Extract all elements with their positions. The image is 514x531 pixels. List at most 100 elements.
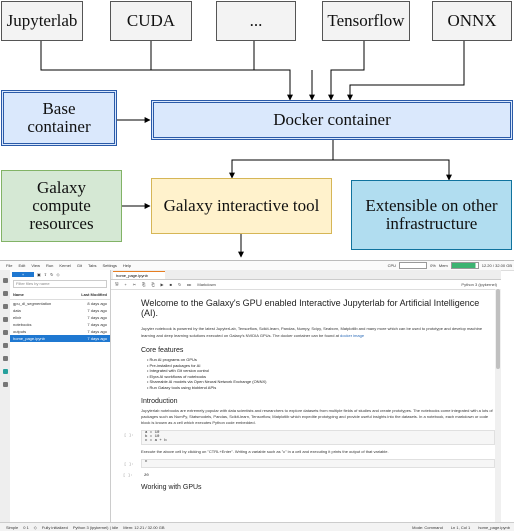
cell-prompt: [ ]: — [124, 463, 134, 467]
menu-help[interactable]: Help — [122, 263, 132, 268]
list-item: Run AI programs on GPUs — [147, 357, 495, 363]
run-hint: Execute the above cell by clicking on "C… — [141, 449, 389, 454]
file-modified: 7 days ago — [87, 308, 107, 313]
output-cell: [ ]: 20 — [123, 472, 495, 480]
scrollbar[interactable] — [495, 289, 501, 522]
running-icon[interactable] — [2, 291, 8, 296]
run-icon[interactable]: ▶ — [160, 282, 164, 287]
introduction-paragraph: Jupyterlab notebooks are extremely popul… — [141, 408, 493, 425]
features-heading: Core features — [141, 347, 184, 354]
run-all-icon[interactable]: ▸▸ — [187, 282, 192, 287]
file-list-header: Name Last Modified — [10, 290, 110, 300]
file-modified: 8 days ago — [87, 301, 107, 306]
toc-icon[interactable] — [2, 330, 8, 335]
code-line: b = 10 — [145, 435, 160, 439]
tab-bar: home_page.ipynb — [111, 270, 501, 280]
mem-label: Mem — [438, 263, 448, 268]
col-modified[interactable]: Last Modified — [81, 292, 107, 297]
cell-prompt: [ ]: — [124, 434, 134, 438]
intro-paragraph: Jupyter notebook is powered by the lates… — [141, 326, 483, 338]
file-name: notebooks — [13, 322, 32, 327]
menu-run[interactable]: Run — [45, 263, 54, 268]
scroll-thumb[interactable] — [496, 289, 500, 369]
cell-prompt: [ ]: — [123, 474, 133, 478]
paste-icon[interactable]: ⎗ — [151, 282, 155, 287]
kernel-status[interactable]: Python 3 (ipykernel) | Idle — [72, 525, 119, 530]
resource-meters: CPU 0% Mem 12.20 / 32.00 GB — [388, 262, 512, 269]
code-cell[interactable]: [ ]: a = 10 b = 10 c = a + b — [124, 430, 495, 445]
file-row[interactable]: data 7 days ago — [10, 307, 110, 314]
file-browser: + ▣ ⇧ ↻ ◇ Filter files by name Name Last… — [10, 270, 111, 522]
file-name-status: home_page.ipynb — [478, 525, 510, 530]
cursor-position[interactable]: Ln 1, Col 1 — [450, 525, 471, 530]
list-item: Run Galaxy tools using bioblend APIs — [147, 385, 495, 391]
menu-file[interactable]: File — [6, 263, 13, 268]
git-icon[interactable] — [2, 304, 8, 309]
kernel-indicator[interactable]: Python 3 (ipykernel) — [461, 282, 497, 287]
cell-type-select[interactable]: Markdown — [197, 282, 216, 287]
git-clone-icon[interactable]: ◇ — [56, 271, 60, 277]
file-name: data — [13, 308, 21, 313]
cpu-value: 0% — [430, 263, 436, 268]
tensorflow-box: Tensorflow — [322, 1, 410, 41]
list-item: Elyra AI workflows of notebooks — [147, 374, 495, 380]
restart-icon[interactable]: ↻ — [178, 282, 182, 287]
features-list: Run AI programs on GPUs Pre-installed pa… — [141, 357, 495, 390]
jupyterlab-screenshot: File Edit View Run Kernel Git Tabs Setti… — [0, 260, 514, 531]
file-browser-toolbar: + ▣ ⇧ ↻ ◇ — [10, 270, 110, 278]
stop-icon[interactable]: ■ — [169, 282, 173, 287]
docker-image-link[interactable]: docker image — [340, 333, 365, 338]
cpu-label: CPU — [387, 263, 397, 268]
col-name[interactable]: Name — [13, 292, 24, 297]
cut-icon[interactable]: ✂ — [132, 282, 137, 287]
code-line: c = a + b — [145, 439, 167, 443]
tab-home-page[interactable]: home_page.ipynb — [113, 271, 165, 279]
notebook-toolbar: 🖫 + ✂ ⎘ ⎗ ▶ ■ ↻ ▸▸ Markdown Python 3 (ip… — [111, 280, 501, 290]
simple-mode-toggle[interactable]: Simple — [6, 525, 19, 530]
file-name: outputs — [13, 329, 27, 334]
file-name: home_page.ipynb — [13, 336, 45, 341]
terminal-kernel-counts: 0 1 — [23, 525, 29, 530]
menu-kernel[interactable]: Kernel — [59, 263, 71, 268]
notebook-content: Welcome to the Galaxy's GPU enabled Inte… — [111, 289, 495, 522]
copy-icon[interactable]: ⎘ — [142, 282, 146, 287]
new-folder-icon[interactable]: ▣ — [37, 271, 41, 277]
git-status-icon[interactable]: ◇ — [33, 525, 37, 530]
memory-status: Mem: 12.21 / 32.00 GB — [123, 525, 165, 530]
file-modified: 7 days ago — [87, 336, 107, 341]
commands-icon[interactable] — [2, 317, 8, 322]
debug-icon[interactable] — [2, 382, 8, 387]
docker-container-box: Docker container — [151, 100, 513, 140]
menu-tabs[interactable]: Tabs — [88, 263, 97, 268]
list-item: Pre-installed packages for AI — [147, 363, 495, 369]
refresh-icon[interactable]: ↻ — [50, 271, 54, 277]
upload-icon[interactable]: ⇧ — [43, 271, 48, 277]
status-bar: Simple 0 1 ◇ Fully initialized Python 3 … — [0, 522, 514, 531]
save-icon[interactable]: 🖫 — [115, 281, 119, 286]
add-cell-button[interactable]: + — [124, 282, 127, 287]
mem-value: 12.20 / 32.00 GB — [481, 263, 512, 268]
extensions-icon[interactable] — [2, 343, 8, 348]
file-filter-input[interactable]: Filter files by name — [13, 280, 107, 288]
more-box: ... — [216, 1, 296, 41]
jupyterlab-box: Jupyterlab — [1, 1, 83, 41]
menu-edit[interactable]: Edit — [18, 263, 26, 268]
file-row-selected[interactable]: home_page.ipynb 7 days ago — [10, 335, 110, 342]
menu-git[interactable]: Git — [76, 263, 82, 268]
menu-settings[interactable]: Settings — [102, 263, 117, 268]
menu-view[interactable]: View — [31, 263, 40, 268]
galaxy-interactive-tool-box: Galaxy interactive tool — [151, 178, 332, 234]
init-status: Fully initialized — [41, 525, 68, 530]
code-cell[interactable]: [ ]: c — [124, 459, 495, 468]
new-launcher-button[interactable]: + — [12, 271, 34, 277]
mem-meter — [450, 262, 479, 269]
folder-icon[interactable] — [2, 278, 8, 283]
elyra-icon[interactable] — [2, 356, 8, 361]
galaxy-icon[interactable] — [2, 369, 8, 374]
